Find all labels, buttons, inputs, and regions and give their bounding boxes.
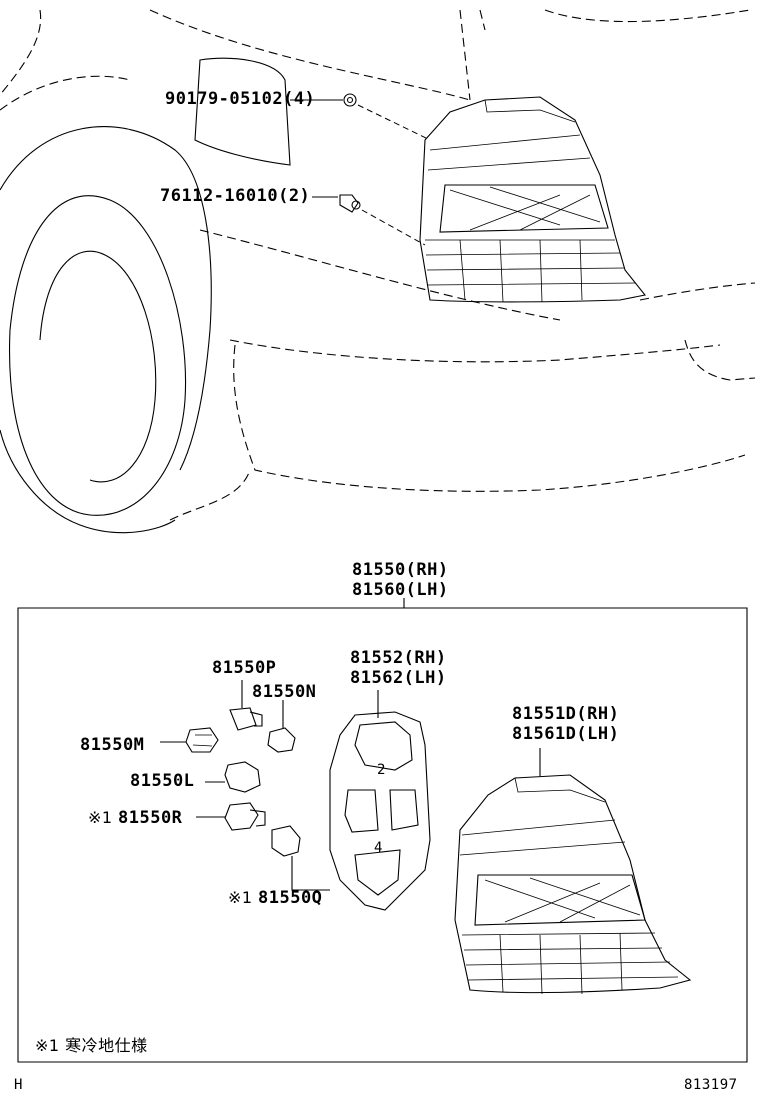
callout-socket-m: 81550M bbox=[80, 735, 145, 755]
bulb-q-part bbox=[271, 825, 330, 891]
bulb-n-part bbox=[267, 700, 296, 753]
cold-region-mark-r: ※1 bbox=[88, 808, 113, 827]
nut-hardware bbox=[290, 93, 357, 107]
vehicle-rear-body bbox=[0, 9, 756, 534]
callout-bulb-q: 81550Q bbox=[258, 888, 323, 908]
callout-lens-rh: 81551D(RH) bbox=[512, 704, 620, 724]
assembly-detail-frame bbox=[17, 598, 748, 1063]
gasket-part bbox=[329, 690, 431, 911]
callout-bulb-n: 81550N bbox=[252, 682, 317, 702]
socket-r-part bbox=[196, 802, 266, 831]
callout-gasket-rh: 81552(RH) bbox=[350, 648, 447, 668]
bulb-l-part bbox=[205, 761, 261, 793]
tail-lamp-lens bbox=[454, 748, 692, 995]
footer-left-code: H bbox=[14, 1077, 23, 1093]
callout-socket-r: 81550R bbox=[118, 808, 183, 828]
socket-m-part bbox=[160, 727, 219, 753]
tail-lamp-mounted bbox=[419, 96, 646, 303]
figure-number: 813197 bbox=[684, 1077, 738, 1093]
socket-p-part bbox=[229, 680, 263, 731]
callout-socket-p: 81550P bbox=[212, 658, 277, 678]
callout-assembly-rh: 81550(RH) bbox=[352, 560, 449, 580]
callout-lens-lh: 81561D(LH) bbox=[512, 724, 620, 744]
callout-bulb-l: 81550L bbox=[130, 771, 195, 791]
legend-note: ※1 寒冷地仕様 bbox=[35, 1036, 148, 1055]
gasket-mark-lower: 4 bbox=[374, 840, 383, 856]
callout-clip: 76112-16010(2) bbox=[160, 186, 311, 206]
gasket-mark-upper: 2 bbox=[377, 762, 386, 778]
callout-assembly-lh: 81560(LH) bbox=[352, 580, 449, 600]
callout-gasket-lh: 81562(LH) bbox=[350, 668, 447, 688]
cold-region-mark-q: ※1 bbox=[228, 888, 253, 907]
clip-hardware bbox=[312, 194, 361, 213]
callout-nut: 90179-05102(4) bbox=[165, 89, 316, 109]
